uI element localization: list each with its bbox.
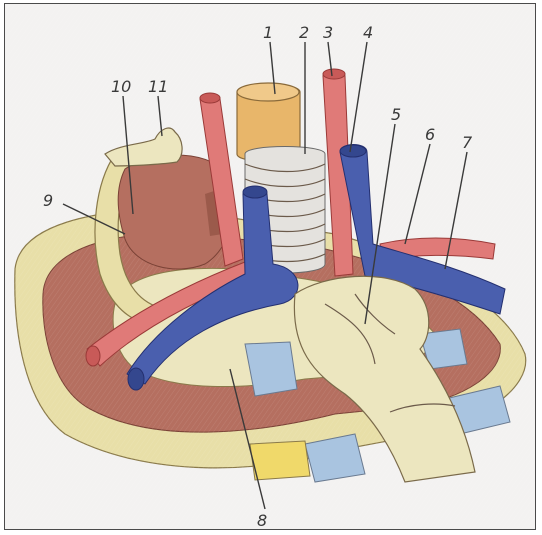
anatomy-drawing: 1 2 3 4 5 6 7 8 9 10 11 [5, 4, 536, 530]
label-5: 5 [391, 105, 401, 124]
yellow-fat-patch [250, 441, 310, 480]
label-10: 10 [111, 77, 131, 96]
label-11: 11 [148, 77, 168, 96]
label-9: 9 [43, 191, 53, 210]
label-8: 8 [257, 511, 267, 530]
label-2: 2 [299, 23, 309, 42]
label-4: 4 [363, 23, 373, 42]
label-6: 6 [425, 125, 435, 144]
trachea-top [237, 83, 299, 101]
paper-frame: 1 2 3 4 5 6 7 8 9 10 11 [4, 3, 536, 530]
label-3: 3 [323, 23, 333, 42]
label-1: 1 [263, 23, 273, 42]
label-7: 7 [462, 133, 473, 152]
